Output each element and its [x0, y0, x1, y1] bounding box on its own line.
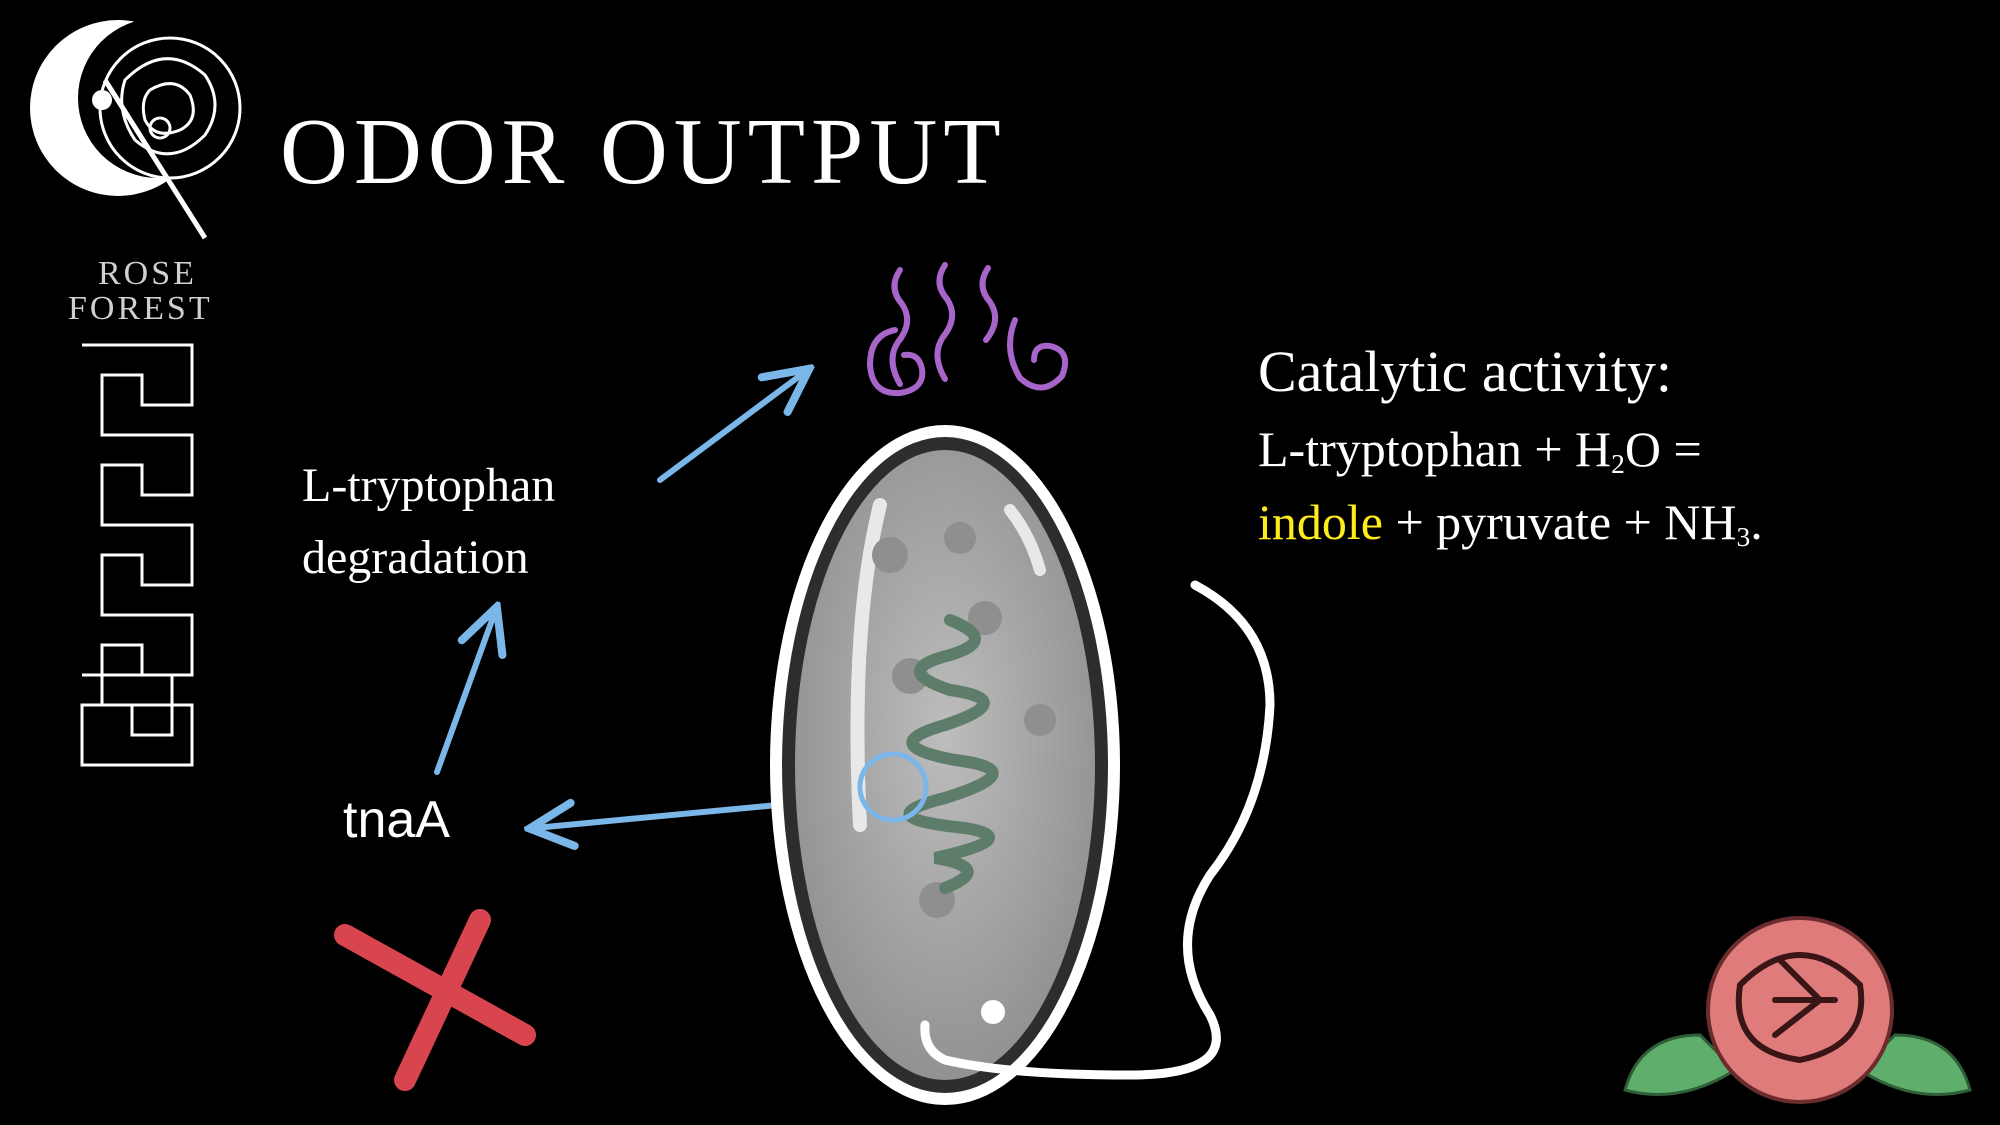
arrow-to-odor: [657, 372, 805, 483]
pathway-label-line1: L-tryptophan: [302, 459, 556, 512]
reaction-ammonia-subscript: 3: [1736, 520, 1751, 552]
odor-wave-icon: [866, 262, 1068, 397]
reaction-equation-line2: indole + pyruvate + NH3.: [1258, 493, 1763, 553]
reaction-reactants: L-tryptophan + H: [1258, 421, 1612, 477]
red-x-mark: [334, 909, 536, 1091]
reaction-equals: O =: [1624, 421, 1702, 477]
tnaA-locus-circle: [857, 751, 929, 823]
reaction-other-products: + pyruvate + NH: [1382, 494, 1737, 550]
reaction-water-subscript: 2: [1611, 447, 1625, 479]
greek-key-outline: [80, 343, 194, 767]
flagellum: [920, 580, 1275, 1080]
reaction-product-indole: indole: [1258, 494, 1383, 550]
crescent-rose-logo: [30, 18, 242, 240]
page-title: ODOR OUTPUT: [280, 100, 1007, 204]
dna-coil: [903, 614, 999, 894]
rose-emblem: [1623, 916, 1972, 1104]
reaction-equation-line1: L-tryptophan + H2O =: [1258, 420, 1702, 480]
bacterium-cell: [770, 425, 1120, 1105]
reaction-period: .: [1750, 494, 1763, 550]
brand-name-line1: ROSE: [98, 255, 197, 292]
pathway-label-line2: degradation: [302, 531, 529, 584]
arrow-to-pathway: [434, 612, 495, 775]
brand-name-line2: FOREST: [68, 290, 213, 327]
gene-label: tnaA: [343, 791, 450, 849]
reaction-heading: Catalytic activity:: [1258, 339, 1672, 404]
